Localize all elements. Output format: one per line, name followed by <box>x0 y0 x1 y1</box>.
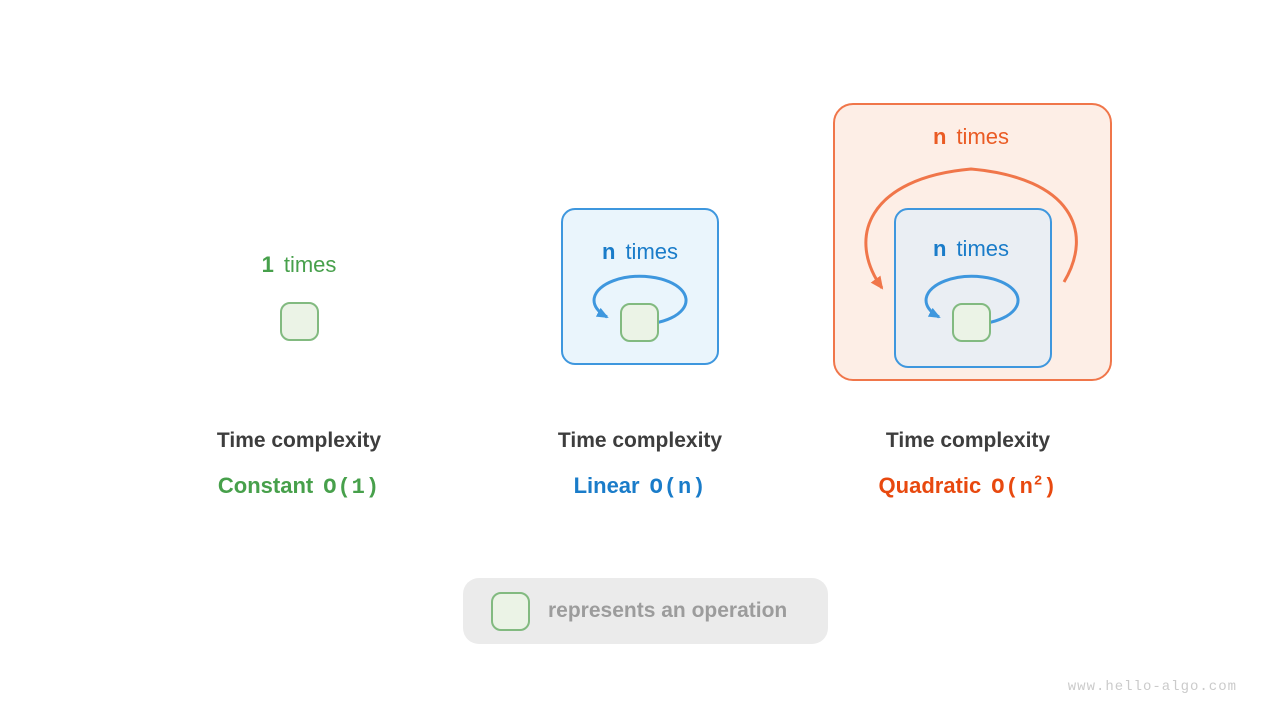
linear-times-word: times <box>625 239 678 264</box>
quadratic-outer-times-count: n <box>932 124 947 149</box>
quadratic-big-o-close: ) <box>1043 475 1058 500</box>
quadratic-outer-times-word: times <box>956 124 1009 149</box>
quadratic-caption-title: Time complexity <box>885 429 1051 452</box>
constant-complexity-name: Constant <box>217 473 314 498</box>
constant-operation-box-icon <box>280 302 319 341</box>
constant-times-word: times <box>283 252 337 277</box>
constant-big-o: O(1) <box>323 475 381 500</box>
linear-operation-box-icon <box>620 303 659 342</box>
constant-caption-bigo: Constant O(1) <box>149 473 449 501</box>
constant-caption-title: Time complexity <box>216 429 382 452</box>
linear-caption-title: Time complexity <box>557 429 723 452</box>
constant-times-label: 1 times <box>179 253 419 277</box>
quadratic-inner-times-word: times <box>956 236 1009 261</box>
linear-big-o: O(n) <box>649 475 707 500</box>
watermark: www.hello-algo.com <box>1067 679 1237 695</box>
linear-caption-bigo: Linear O(n) <box>490 473 790 501</box>
legend-text: represents an operation <box>548 599 788 622</box>
quadratic-big-o-exponent: 2 <box>1033 473 1044 490</box>
quadratic-caption-bigo: Quadratic O(n2) <box>818 473 1118 501</box>
linear-complexity-name: Linear <box>573 473 640 498</box>
linear-times-count: n <box>601 239 616 264</box>
quadratic-inner-loop-box <box>894 208 1052 368</box>
legend-operation-box-icon <box>491 591 530 631</box>
quadratic-big-o: O(n <box>991 475 1034 500</box>
legend: represents an operation <box>463 578 828 644</box>
quadratic-complexity-name: Quadratic <box>878 473 982 498</box>
constant-times-count: 1 <box>261 252 274 277</box>
quadratic-inner-times-count: n <box>932 236 947 261</box>
quadratic-operation-box-icon <box>952 303 991 342</box>
